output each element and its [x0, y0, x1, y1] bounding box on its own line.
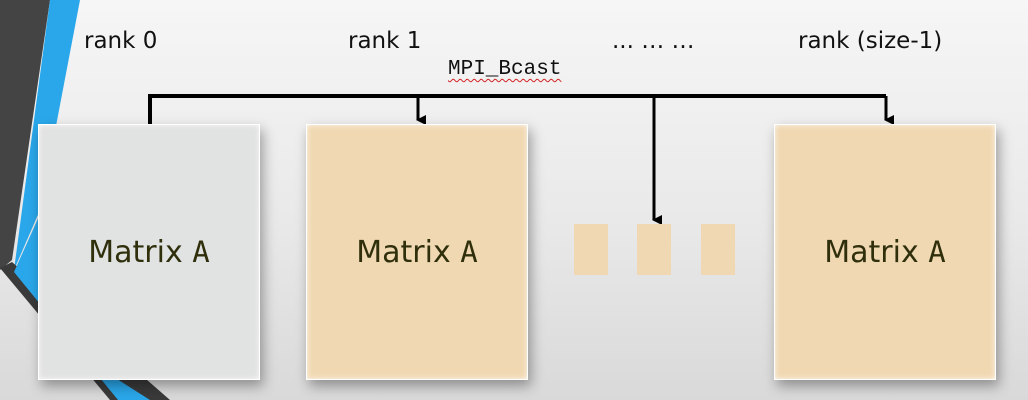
intermediate-rank-block	[574, 224, 608, 275]
matrix-block-rank-0: Matrix A	[38, 124, 260, 380]
rank-0-label: rank 0	[84, 28, 158, 54]
rank-ellipsis-label: ... … …	[612, 28, 695, 54]
matrix-label-rank-last: Matrix A	[824, 234, 946, 270]
matrix-block-rank-last: Matrix A	[774, 124, 996, 380]
matrix-block-rank-1: Matrix A	[306, 124, 528, 380]
mpi-bcast-label: MPI_Bcast	[448, 58, 562, 81]
intermediate-rank-block	[637, 224, 671, 275]
matrix-label-rank-1: Matrix A	[356, 234, 478, 270]
intermediate-rank-block	[701, 224, 735, 275]
rank-1-label: rank 1	[348, 28, 422, 54]
rank-last-label: rank (size-1)	[798, 28, 943, 54]
matrix-label-rank-0: Matrix A	[88, 234, 210, 270]
dark-stripe	[0, 0, 50, 270]
